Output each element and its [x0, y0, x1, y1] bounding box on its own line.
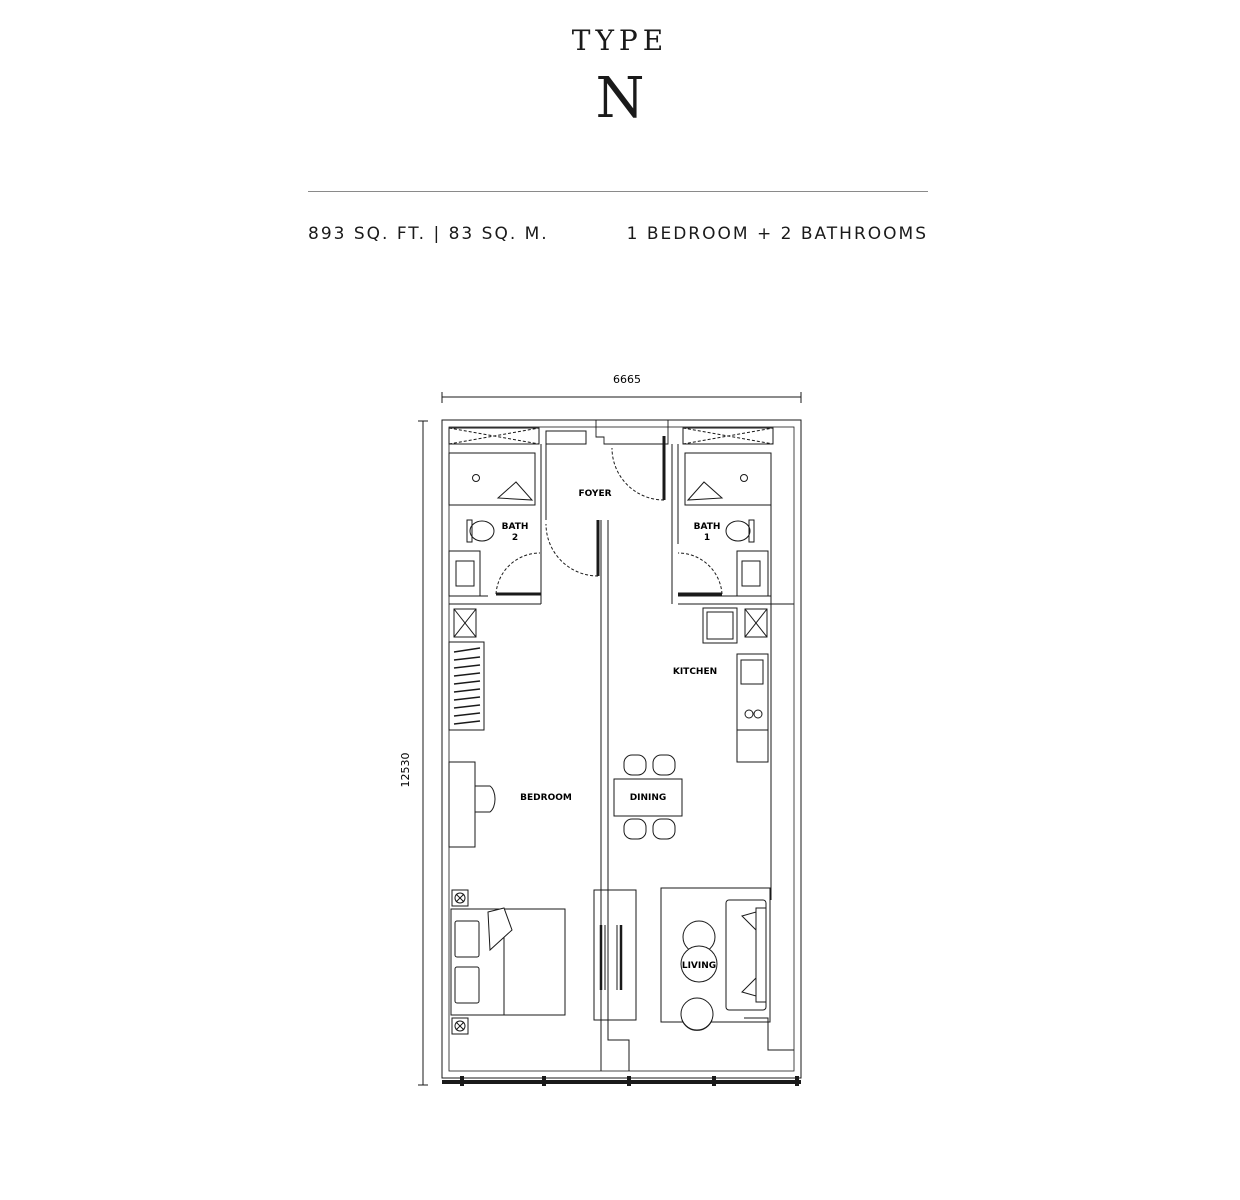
tv-console: [593, 889, 637, 1021]
unit-room-count: 1 BEDROOM + 2 BATHROOMS: [626, 224, 928, 244]
living-rug: [660, 887, 771, 1023]
ac-ledge-right: [682, 427, 774, 445]
shaft-box-right: [744, 608, 768, 638]
height-dimension-label: 12530: [399, 753, 412, 788]
bath2-door: [495, 552, 541, 596]
room-label-foyer: FOYER: [578, 489, 611, 499]
nightstand-top: [451, 889, 469, 907]
shaft-box-left: [453, 608, 477, 638]
height-dimension-line: [418, 420, 428, 1086]
room-label-bath1: BATH: [694, 522, 721, 532]
room-label-bath1-number: 1: [704, 533, 710, 543]
entry-recess: [595, 420, 669, 445]
entry-door: [611, 436, 666, 501]
desk: [448, 761, 496, 848]
entry-niche: [545, 430, 587, 445]
width-dimension-label: 6665: [613, 373, 641, 386]
window-strip: [442, 1076, 801, 1086]
unit-area: 893 SQ. FT. | 83 SQ. M.: [308, 224, 549, 244]
room-label-bath2: BATH: [502, 522, 529, 532]
bath2-toilet: [466, 519, 495, 543]
room-label-kitchen: KITCHEN: [673, 667, 717, 677]
outer-walls: [441, 419, 802, 1079]
width-dimension-line: [441, 392, 802, 403]
wardrobe: [448, 641, 485, 731]
bath1-sink: [736, 550, 769, 597]
sofa: [725, 899, 767, 1011]
kitchen-counter: [736, 653, 769, 763]
type-label: TYPE: [571, 24, 669, 57]
bath2-shower: [448, 452, 536, 506]
bedroom-door: [545, 520, 600, 577]
type-letter: N: [595, 66, 645, 131]
bath2-sink: [448, 550, 481, 597]
bath1-shower: [684, 452, 772, 506]
bed: [450, 907, 566, 1016]
room-label-bath2-number: 2: [512, 533, 518, 543]
fridge: [702, 607, 738, 644]
room-label-dining: DINING: [630, 793, 667, 803]
coffee-table: [680, 920, 718, 983]
divider-rule: [308, 191, 928, 192]
ac-ledge-left: [448, 427, 540, 445]
armchair: [680, 997, 714, 1031]
dining-table: [613, 754, 683, 840]
room-label-living: LIVING: [682, 961, 716, 971]
room-label-bedroom: BEDROOM: [520, 793, 572, 803]
bath1-toilet: [725, 519, 755, 543]
nightstand-bottom: [451, 1017, 469, 1035]
bath1-door: [677, 552, 723, 596]
